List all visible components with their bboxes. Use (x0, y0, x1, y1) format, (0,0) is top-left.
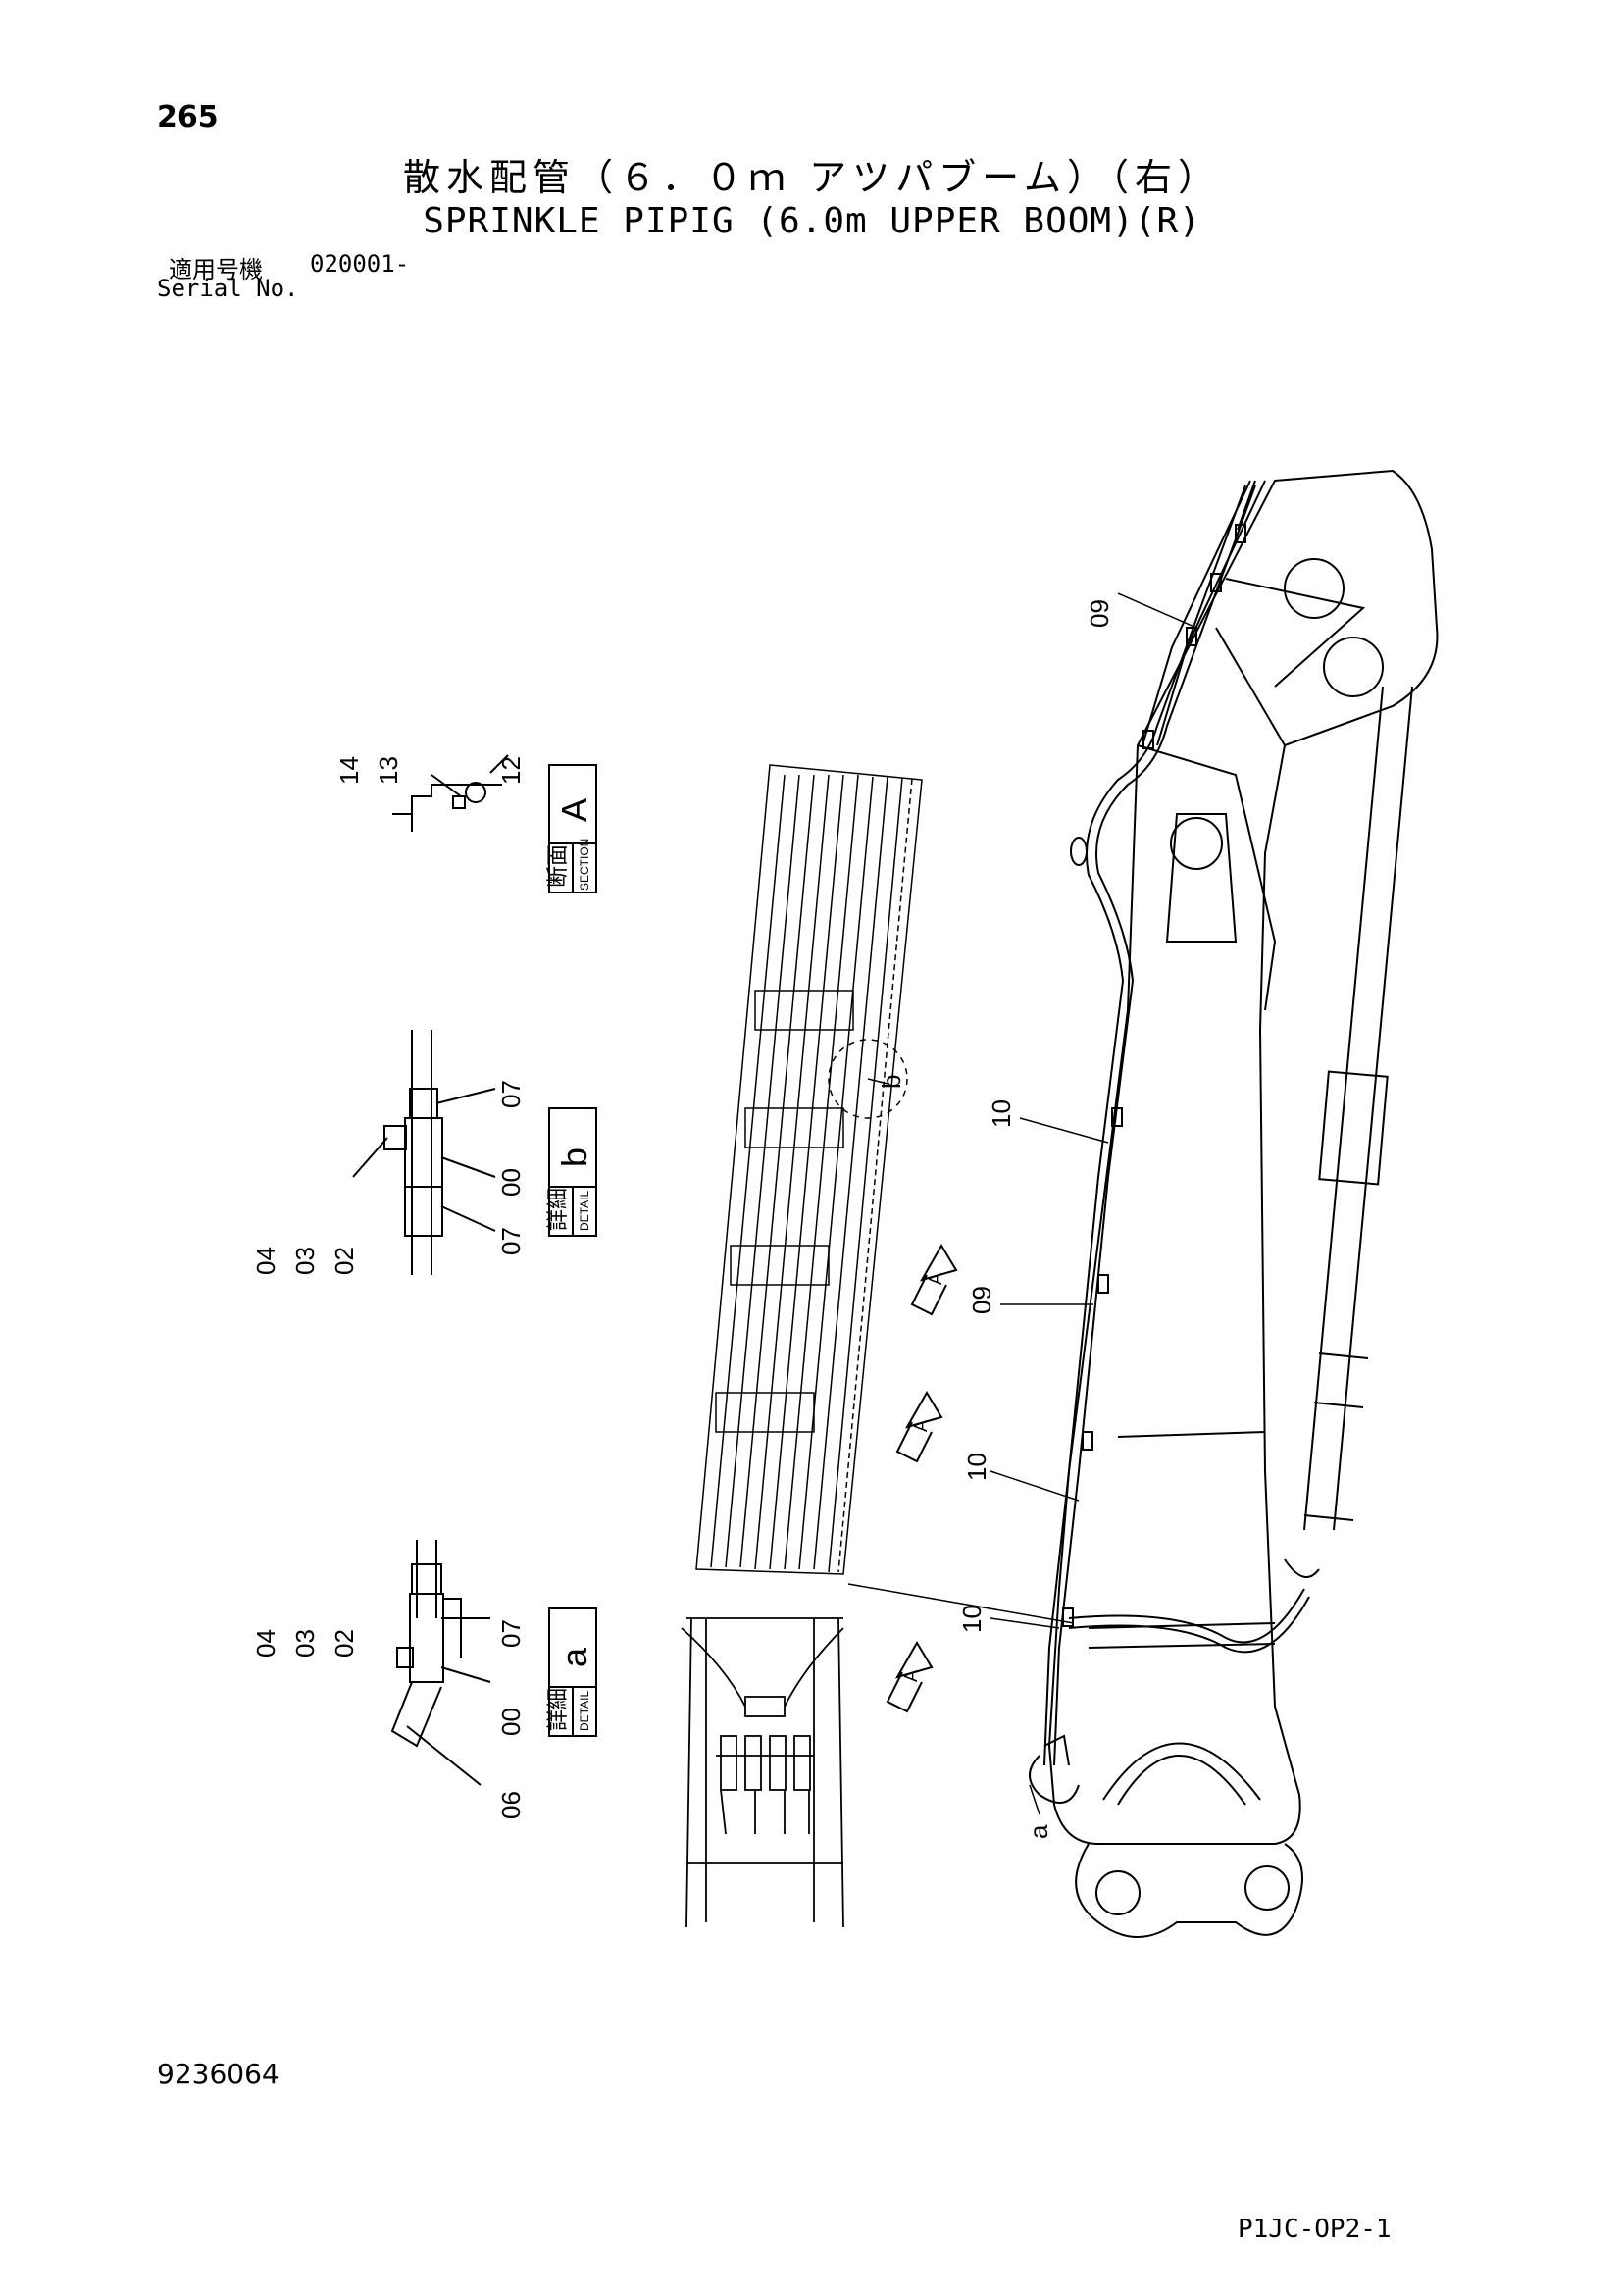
title-english: SPRINKLE PIPIG (6.0m UPPER BOOM)(R) (423, 201, 1201, 241)
section-arrow-3-label: A (901, 1670, 921, 1682)
callout-b-02: 02 (330, 1247, 359, 1275)
serial-label-english: Serial No. (157, 275, 299, 302)
detail-a-en: DETAIL (578, 1691, 591, 1731)
exploded-strip (695, 764, 1075, 1624)
detail-b-box (548, 1107, 597, 1237)
boom-outline (1047, 469, 1439, 1938)
detail-a-box (548, 1607, 597, 1737)
callout-b-03: 03 (290, 1247, 320, 1275)
document-number: 9236064 (157, 2058, 279, 2090)
section-a-inset (392, 754, 509, 832)
section-a-box (548, 764, 597, 893)
callout-a-06: 06 (496, 1791, 526, 1819)
section-arrow-1-label: A (926, 1273, 945, 1285)
callout-b-07-bot: 07 (496, 1227, 526, 1255)
leader-lines (867, 592, 1197, 1815)
sprinkle-pipe-boom (1029, 485, 1310, 1804)
callout-b-07-top: 07 (496, 1080, 526, 1108)
callout-13: 13 (374, 756, 403, 785)
callout-10-upper: 10 (987, 1099, 1016, 1128)
detail-ref-a: a (1024, 1824, 1053, 1839)
serial-label-japanese: 適用号機 (169, 256, 263, 283)
page-code: P1JC-OP2-1 (1238, 2215, 1392, 2244)
callout-a-00: 00 (496, 1708, 526, 1736)
page-number: 265 (157, 100, 219, 134)
callout-10-low: 10 (957, 1605, 987, 1633)
detail-b-inset (352, 1030, 496, 1275)
callout-10-mid: 10 (962, 1453, 991, 1481)
detail-b-en: DETAIL (578, 1191, 591, 1231)
callout-a-02: 02 (330, 1629, 359, 1658)
section-arrow-3 (886, 1641, 934, 1713)
detail-a-letter: a (554, 1647, 594, 1667)
detail-a-inset (390, 1540, 491, 1786)
callout-14: 14 (334, 756, 364, 785)
callout-b-04: 04 (251, 1247, 280, 1275)
title-japanese: 散水配管（６．０ｍ アツパブーム）（右） (403, 156, 1221, 199)
detail-b-jp: 詳細 (545, 1188, 570, 1231)
detail-b-letter: b (554, 1148, 594, 1167)
callout-a-07: 07 (496, 1619, 526, 1648)
detail-ref-b: b (877, 1075, 906, 1089)
section-a-letter: A (554, 798, 594, 822)
section-arrow-2 (895, 1391, 943, 1463)
section-arrow-1 (910, 1244, 958, 1316)
callout-a-03: 03 (290, 1629, 320, 1658)
section-a-en: SECTION (578, 839, 591, 891)
section-a-jp: 断面 (545, 844, 570, 888)
callout-b-00: 00 (496, 1168, 526, 1197)
boom-cylinder (1284, 686, 1413, 1578)
bottom-fittings (681, 1617, 844, 1928)
callout-a-04: 04 (251, 1629, 280, 1658)
callout-12: 12 (496, 756, 526, 785)
callout-09-top: 09 (1085, 599, 1114, 628)
callout-09-mid: 09 (967, 1286, 996, 1314)
detail-a-jp: 詳細 (545, 1688, 570, 1731)
section-arrow-2-label: A (911, 1420, 931, 1432)
serial-number-value: 020001- (310, 250, 410, 278)
